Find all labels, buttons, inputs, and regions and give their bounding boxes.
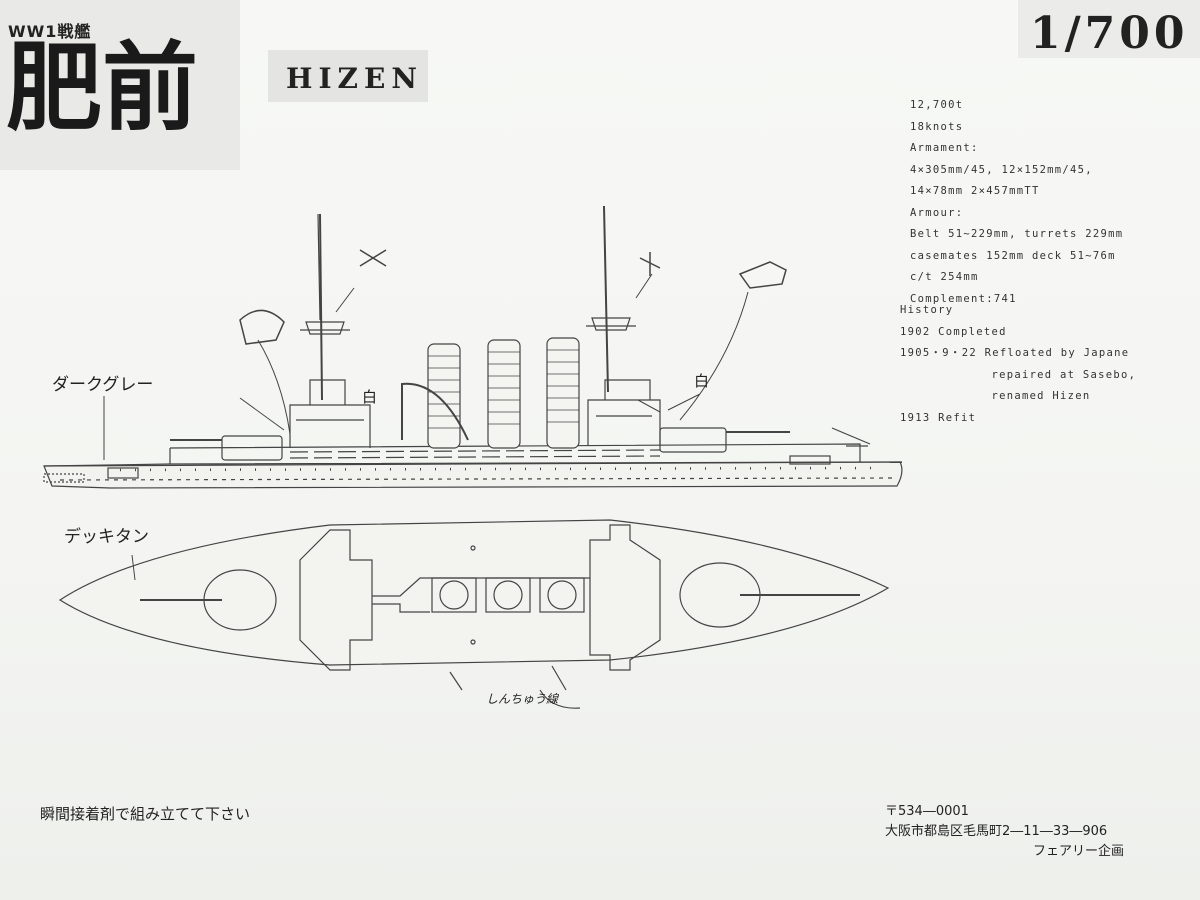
aft-mast (319, 213, 323, 401)
funnel-top-2 (493, 580, 523, 610)
side-casemate (107, 467, 139, 479)
plan-view (58, 519, 890, 709)
spec-line: 18knots (910, 120, 964, 133)
spec-line: Belt 51~229mm, turrets 229mm (910, 228, 1124, 240)
forecastle (169, 443, 861, 464)
history-heading: History (900, 304, 954, 316)
aft-turret (221, 435, 283, 461)
funnel-1 (427, 343, 461, 449)
deck-line (43, 461, 903, 467)
title-block (0, 0, 240, 170)
deck-fitting (470, 545, 476, 551)
deck-fitting (470, 639, 476, 645)
history-line: 1902 Completed (900, 325, 1007, 338)
ship-name-english: HIZEN (286, 62, 423, 95)
history: History 1902 Completed 1905・9・22 Refloat… (900, 300, 1136, 429)
signature-mark (449, 665, 581, 709)
deck-outline (58, 519, 890, 666)
detail-parts (239, 249, 787, 345)
scale-block (1018, 0, 1200, 58)
spec-line: casemates 152mm deck 51~76m (910, 249, 1116, 262)
funnel-2 (487, 339, 521, 449)
specifications: 12,700t 18knots Armament: 4×305mm/45, 12… (910, 95, 1123, 310)
leader-lines (103, 273, 749, 460)
bow-anchor-davit (831, 427, 871, 447)
aft-topmast (317, 213, 321, 321)
street-address: 大阪市都島区毛馬町2―11―33―906 (885, 824, 1108, 839)
hull-color-label: ダークグレー (52, 375, 154, 395)
funnel-3 (546, 337, 580, 449)
aft-bridge (289, 379, 371, 448)
fore-top (586, 317, 636, 331)
hull-hatch (59, 477, 896, 481)
deck-walkway (372, 577, 590, 613)
history-line: renamed Hizen (900, 390, 1091, 402)
spec-line: Armament: (910, 142, 979, 154)
stern-gallery (43, 473, 85, 483)
superstructure-panels (289, 449, 661, 459)
fore-mast (603, 205, 609, 393)
side-casemate (789, 455, 831, 465)
funnel-top-3 (547, 580, 577, 610)
spec-line: Armour: (910, 206, 964, 219)
english-name-block (268, 50, 428, 102)
aft-top (300, 321, 350, 335)
history-line: 1905・9・22 Refloated by Japane (900, 347, 1130, 359)
series-label: WW1戦艦 (8, 22, 92, 41)
spec-line: 14×78mm 2×457mmTT (910, 185, 1040, 197)
maker-name: フェアリー企画 (1033, 844, 1125, 859)
spec-line: 4×305mm/45, 12×152mm/45, (910, 163, 1093, 176)
ship-name-japanese: 肥前 (6, 32, 198, 144)
signature: しんちゅう線 (486, 692, 559, 706)
boat-crane (401, 382, 469, 441)
history-line: repaired at Sasebo, (900, 368, 1137, 381)
spec-line: Complement:741 (910, 292, 1017, 305)
deck-color-label: デッキタン (64, 527, 149, 547)
fore-turret (659, 427, 727, 453)
aft-superstructure (299, 529, 373, 671)
spec-line: c/t 254mm (910, 271, 979, 283)
funnel-top-1 (439, 580, 469, 610)
white-label-fore: 白 (694, 372, 710, 390)
postal-code: 〒534―0001 (885, 804, 969, 819)
fore-superstructure (589, 524, 661, 671)
leader-deck (131, 554, 136, 581)
history-line: 1913 Refit (900, 411, 977, 424)
white-label-aft: 白 (362, 388, 378, 406)
maker-address: 〒534―0001 大阪市都島区毛馬町2―11―33―906 フェアリー企画 (885, 802, 1124, 862)
spec-line: 12,700t (910, 99, 964, 111)
fore-bridge (587, 379, 661, 446)
funnel-bands (428, 349, 579, 429)
assembly-instruction: 瞬間接着剤で組み立てて下さい (40, 805, 251, 823)
side-profile (43, 205, 903, 489)
scale-label: 1/700 (1030, 8, 1189, 59)
